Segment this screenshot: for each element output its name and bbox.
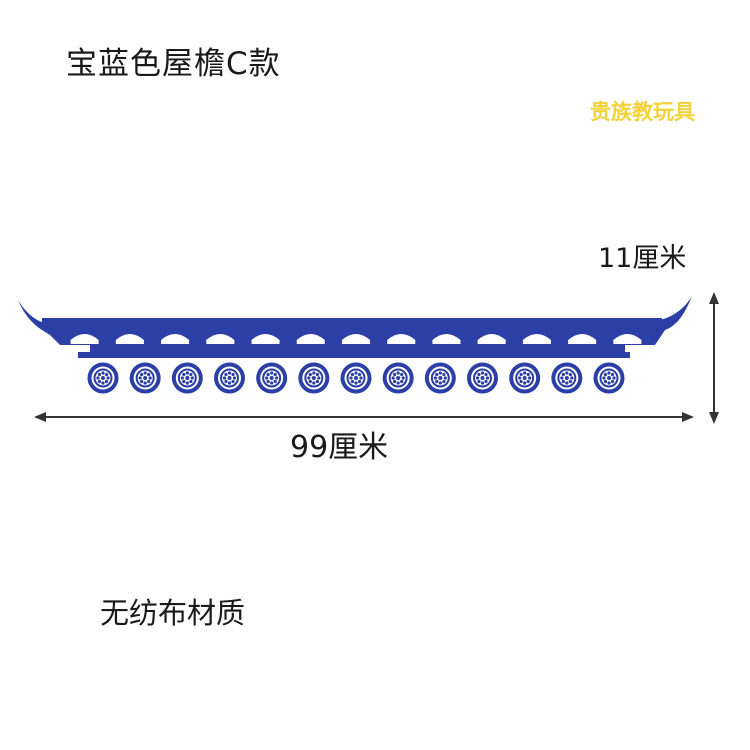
eave-round-tile xyxy=(382,362,414,394)
eave-round-tile xyxy=(171,362,203,394)
eave-arch-window xyxy=(387,334,416,344)
eave-round-tile xyxy=(87,362,119,394)
eave-round-tile xyxy=(340,362,372,394)
eave-round-tile xyxy=(509,362,541,394)
eave-arch-window xyxy=(477,334,506,344)
eave-round-tile xyxy=(256,362,288,394)
product-title: 宝蓝色屋檐C款 xyxy=(66,46,281,82)
eave-arch-window xyxy=(432,334,461,344)
eave-arch-window xyxy=(296,334,325,344)
width-arrow-right-head xyxy=(682,412,694,422)
eave-round-tile xyxy=(551,362,583,394)
eave-arch-window xyxy=(161,334,190,344)
height-arrow-bottom-head xyxy=(709,412,719,424)
eave-round-tile xyxy=(467,362,498,394)
eave-round-tile xyxy=(298,362,330,394)
width-arrow-left-head xyxy=(34,412,46,422)
eave-round-tile xyxy=(593,362,625,394)
eave-round-tile xyxy=(424,362,456,394)
material-label: 无纺布材质 xyxy=(100,596,246,630)
eave-top-band xyxy=(42,318,662,330)
eave-arch-window xyxy=(522,334,551,344)
eave-bottom-edge xyxy=(78,352,630,358)
eave-round-tile xyxy=(129,362,161,394)
arch-group xyxy=(70,334,642,344)
eave-arch-window xyxy=(613,334,642,344)
eave-arch-window xyxy=(115,334,144,344)
eave-arch-window xyxy=(341,334,371,344)
eave-arch-window xyxy=(568,334,597,344)
eave-arch-window xyxy=(251,334,280,344)
height-arrow-top-head xyxy=(709,292,719,304)
height-dimension-label: 11厘米 xyxy=(598,243,687,274)
eave-arch-window xyxy=(206,334,235,344)
eave-round-tile xyxy=(214,362,245,394)
width-dimension-label: 99厘米 xyxy=(290,430,389,465)
eave-arch-window xyxy=(70,334,99,344)
brand-watermark: 贵族教玩具 xyxy=(590,100,695,124)
tile-group xyxy=(87,362,625,394)
